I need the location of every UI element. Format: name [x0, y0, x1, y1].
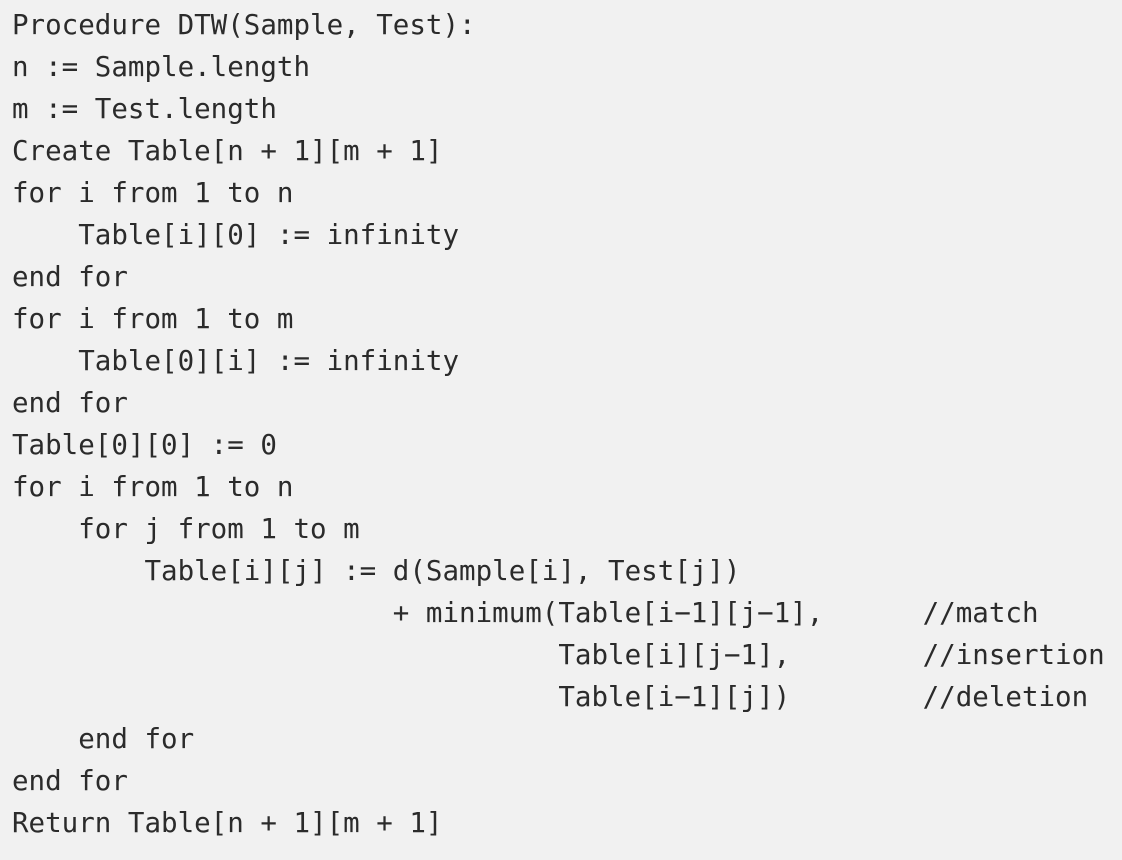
- code-line-13: for j from 1 to m: [12, 513, 360, 545]
- code-line-6: Table[i][0] := infinity: [12, 219, 460, 251]
- code-line-10: end for: [12, 387, 128, 419]
- code-line-19: end for: [12, 765, 128, 797]
- code-line-12: for i from 1 to n: [12, 471, 294, 503]
- code-line-14: Table[i][j] := d(Sample[i], Test[j]): [12, 555, 741, 587]
- pseudocode: Procedure DTW(Sample, Test): n := Sample.…: [12, 4, 1105, 844]
- code-line-9: Table[0][i] := infinity: [12, 345, 460, 377]
- code-line-2: n := Sample.length: [12, 51, 311, 83]
- code-line-5: for i from 1 to n: [12, 177, 294, 209]
- code-line-11: Table[0][0] := 0: [12, 429, 277, 461]
- code-line-4: Create Table[n + 1][m + 1]: [12, 135, 443, 167]
- code-line-8: for i from 1 to m: [12, 303, 294, 335]
- code-line-18: end for: [12, 723, 195, 755]
- code-line-3: m := Test.length: [12, 93, 277, 125]
- code-line-15: + minimum(Table[i−1][j−1], //match: [12, 597, 1039, 629]
- code-line-17: Table[i−1][j]) //deletion: [12, 681, 1089, 713]
- code-line-16: Table[i][j−1], //insertion: [12, 639, 1105, 671]
- code-line-20: Return Table[n + 1][m + 1]: [12, 807, 443, 839]
- code-line-1: Procedure DTW(Sample, Test):: [12, 9, 476, 41]
- code-line-7: end for: [12, 261, 128, 293]
